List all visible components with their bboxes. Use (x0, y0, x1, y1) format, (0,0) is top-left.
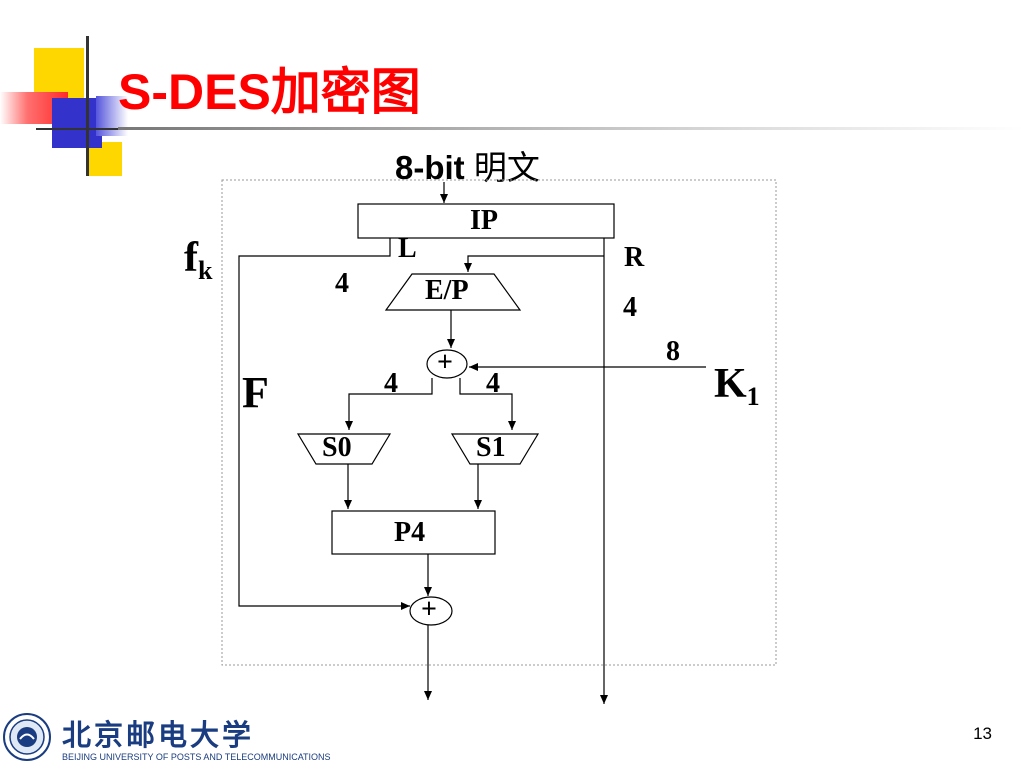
s0-input-bits: 4 (384, 368, 398, 399)
s0-label: S0 (322, 432, 352, 463)
ep-label: E/P (425, 275, 469, 306)
xor-bottom (409, 596, 453, 626)
xor-to-s0 (345, 378, 433, 430)
s0-box (296, 433, 392, 465)
left-half-label: L (398, 233, 417, 264)
deco-horizontal-line (36, 128, 128, 130)
xor-top (426, 349, 468, 379)
function-f-label: F (242, 368, 269, 417)
left-path (238, 238, 410, 610)
page-number: 13 (973, 724, 992, 743)
university-name-en: BEIJING UNIVERSITY OF POSTS AND TELECOMM… (62, 752, 331, 762)
left-bits-label: 4 (335, 268, 349, 299)
ep-box (384, 273, 522, 311)
fk-subscript: k (198, 256, 213, 285)
key-letter: K (714, 361, 747, 407)
s1-input-bits: 4 (486, 368, 500, 399)
key-label: K1 (714, 360, 760, 421)
ip-box (357, 203, 615, 239)
key-bits-label: 8 (666, 336, 680, 367)
university-logo (2, 712, 52, 762)
title-underline (118, 127, 1024, 130)
deco-vertical-line (86, 36, 89, 176)
xor-bottom-label: + (421, 594, 437, 625)
university-name-cn: 北京邮电大学 (62, 718, 255, 752)
ip-label: IP (470, 205, 498, 236)
xor-top-label: + (437, 347, 453, 378)
fk-letter: f (184, 235, 198, 281)
s1-label: S1 (476, 432, 506, 463)
deco-blue-block (52, 98, 102, 148)
p4-label: P4 (394, 517, 426, 548)
key-subscript: 1 (746, 382, 760, 411)
deco-yellow-block (34, 48, 84, 98)
right-half-label: R (624, 242, 645, 273)
fk-label: fk (184, 234, 212, 295)
xor-to-s1 (459, 378, 516, 430)
plaintext-label: 8-bit 明文 (395, 146, 540, 190)
university-seal-icon (3, 713, 51, 761)
right-bits-label: 4 (623, 292, 637, 323)
right-to-ep (464, 255, 604, 272)
page-title: S-DES加密图 (118, 64, 421, 120)
function-frame (221, 179, 777, 666)
deco-blocks (0, 0, 130, 180)
p4-box (331, 510, 496, 555)
s1-box (450, 433, 540, 465)
